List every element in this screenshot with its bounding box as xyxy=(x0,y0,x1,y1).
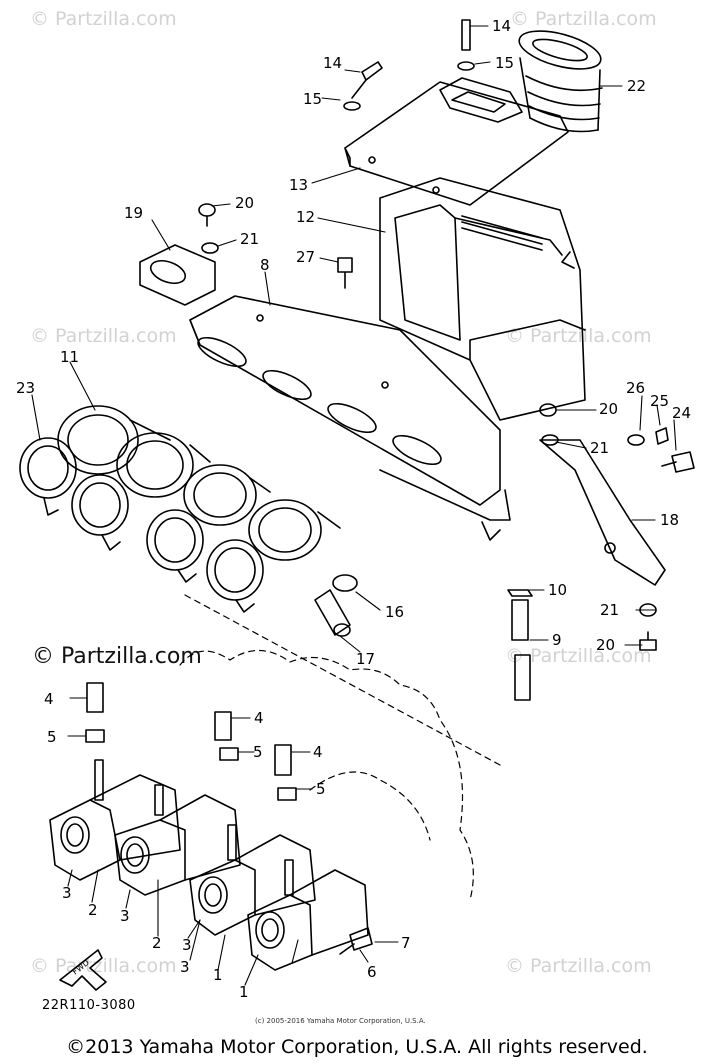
callout: 21 xyxy=(590,439,609,457)
watermark: © Partzilla.com xyxy=(30,8,177,30)
callout: 3 xyxy=(182,936,192,954)
callout: 7 xyxy=(401,934,411,952)
drain-hose xyxy=(507,589,533,701)
callout: 2 xyxy=(152,934,162,952)
watermark: © Partzilla.com xyxy=(505,325,652,347)
callout: 3 xyxy=(180,958,190,976)
callout: 3 xyxy=(120,907,130,925)
fwd-arrow: FWD xyxy=(59,949,107,991)
callout: 23 xyxy=(16,379,35,397)
callout: 12 xyxy=(296,208,315,226)
carburetor-holders xyxy=(49,759,373,971)
watermark: © Partzilla.com xyxy=(30,325,177,347)
hose-fitting xyxy=(314,574,358,637)
callout: 20 xyxy=(599,400,618,418)
watermark: © Partzilla.com xyxy=(505,645,652,667)
callout: 4 xyxy=(254,709,264,727)
callout: 26 xyxy=(626,379,645,397)
callout: 6 xyxy=(367,963,377,981)
clamp-joint-set xyxy=(19,405,341,613)
watermark: © Partzilla.com xyxy=(510,8,657,30)
callout: 21 xyxy=(600,601,619,619)
callout: 20 xyxy=(596,636,615,654)
callout: 13 xyxy=(289,176,308,194)
callout: 20 xyxy=(235,194,254,212)
engine-outline xyxy=(179,594,501,901)
callout: 5 xyxy=(253,743,263,761)
fwd-label: FWD xyxy=(71,958,91,977)
callout: 3 xyxy=(62,884,72,902)
callout: 22 xyxy=(627,77,646,95)
bracket-right xyxy=(539,439,666,586)
callout: 8 xyxy=(260,256,270,274)
watermark: © Partzilla.com xyxy=(30,955,177,977)
air-box-cover xyxy=(344,77,569,206)
callout: 14 xyxy=(492,17,511,35)
callout: 11 xyxy=(60,348,79,366)
hoses-and-clips xyxy=(85,682,297,801)
air-box xyxy=(379,177,586,421)
callout: 18 xyxy=(660,511,679,529)
callout-numbers: 14 15 22 14 15 13 12 20 19 21 8 27 11 23… xyxy=(16,17,691,1001)
callout: 15 xyxy=(303,90,322,108)
bracket-left xyxy=(139,244,216,306)
small-copyright: (c) 2005-2016 Yamaha Motor Corporation, … xyxy=(255,1017,426,1025)
callout: 21 xyxy=(240,230,259,248)
callout: 24 xyxy=(672,404,691,422)
callout: 1 xyxy=(239,983,249,1001)
callout: 17 xyxy=(356,650,375,668)
callout: 19 xyxy=(124,204,143,222)
callout: 5 xyxy=(47,728,57,746)
leader-lines xyxy=(31,25,677,986)
fasteners xyxy=(198,19,695,651)
callout: 4 xyxy=(313,743,323,761)
callout: 14 xyxy=(323,54,342,72)
intake-manifold xyxy=(189,295,511,541)
diagram-code: 22R110-3080 xyxy=(42,998,136,1013)
callout: 16 xyxy=(385,603,404,621)
callout: 15 xyxy=(495,54,514,72)
callout: 25 xyxy=(650,392,669,410)
callout: 10 xyxy=(548,581,567,599)
watermark-dark: © Partzilla.com xyxy=(32,644,202,669)
callout: 2 xyxy=(88,901,98,919)
callout: 5 xyxy=(316,780,326,798)
watermark: © Partzilla.com xyxy=(505,955,652,977)
callout: 9 xyxy=(552,631,562,649)
callout: 4 xyxy=(44,690,54,708)
callout: 27 xyxy=(296,248,315,266)
callout: 1 xyxy=(213,966,223,984)
copyright-footer: ©2013 Yamaha Motor Corporation, U.S.A. A… xyxy=(66,1036,648,1058)
intake-snorkel xyxy=(518,30,603,133)
